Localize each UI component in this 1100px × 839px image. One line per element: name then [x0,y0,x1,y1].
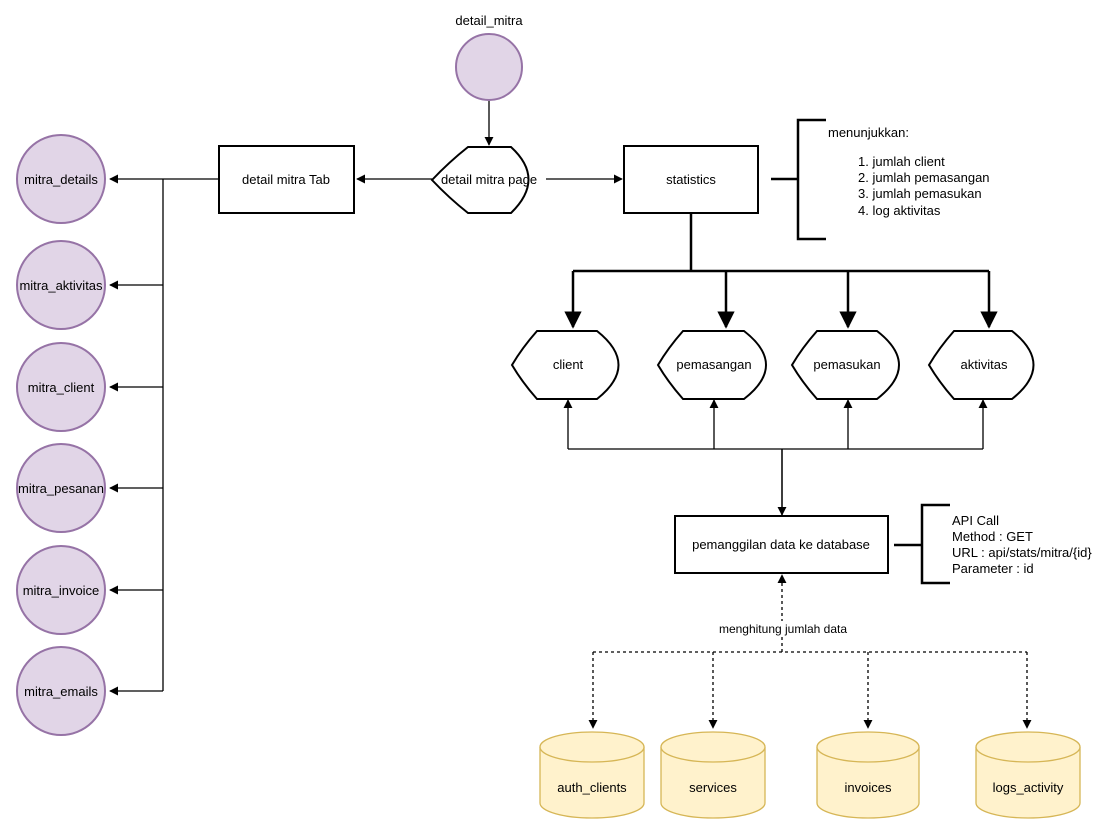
display-label: pemasukan [813,357,880,372]
database-label: invoices [845,780,892,795]
db-call-note: API Call Method : GET URL : api/stats/mi… [894,503,1092,585]
database-services: services [660,731,766,819]
edges-databases-dbcall [588,574,1032,729]
database-logs-activity: logs_activity [975,731,1081,819]
statistics-note-item: 3. jumlah pemasukan [858,186,982,201]
tab-item-mitra-aktivitas: mitra_aktivitas [16,240,106,330]
statistics-note-title: menunjukkan: [828,125,909,140]
statistics-note-item: 1. jumlah client [858,154,945,169]
tab-item-mitra-client: mitra_client [16,342,106,432]
edges-tab-items [109,174,218,696]
db-call-note-line: URL : api/stats/mitra/{id} [952,545,1092,560]
tab-box: detail mitra Tab [218,145,355,214]
tab-item-label: mitra_pesanan [18,481,104,496]
database-auth-clients: auth_clients [539,731,645,819]
database-label: services [689,780,737,795]
statistics-label: statistics [666,172,716,187]
start-node-label: detail_mitra [455,13,523,28]
tab-item-mitra-details: mitra_details [16,134,106,224]
detail-page-label: detail mitra page [441,172,537,187]
display-aktivitas: aktivitas [927,330,1035,400]
db-call-note-line: API Call [952,513,999,528]
display-label: pemasangan [676,357,751,372]
database-label: logs_activity [993,780,1064,795]
display-pemasukan: pemasukan [790,330,900,400]
tab-item-label: mitra_client [28,380,95,395]
tab-item-mitra-emails: mitra_emails [16,646,106,736]
statistics-note-item: 2. jumlah pemasangan [858,170,990,185]
edge-label-menghitung: menghitung jumlah data [719,622,847,636]
display-pemasangan: pemasangan [656,330,767,400]
tab-item-mitra-invoice: mitra_invoice [16,545,106,635]
detail-page-node: detail mitra page [430,146,537,214]
tab-box-label: detail mitra Tab [242,172,330,187]
database-invoices: invoices [816,731,920,819]
statistics-note: menunjukkan: 1. jumlah client 2. jumlah … [771,118,990,241]
edge-label-bg [713,621,853,637]
database-label: auth_clients [557,780,627,795]
db-call-note-line: Method : GET [952,529,1033,544]
statistics-note-item: 4. log aktivitas [858,203,941,218]
edges-dbcall-displays [563,399,988,516]
display-client: client [510,330,620,400]
tab-item-label: mitra_aktivitas [19,278,103,293]
statistics-box: statistics [623,145,759,214]
start-node [455,33,523,101]
tab-item-mitra-pesanan: mitra_pesanan [16,443,106,533]
tab-item-label: mitra_invoice [23,583,100,598]
display-label: aktivitas [961,357,1008,372]
db-call-box: pemanggilan data ke database [674,515,889,574]
tab-item-label: mitra_details [24,172,98,187]
edges-statistics-displays [564,213,998,329]
db-call-note-line: Parameter : id [952,561,1034,576]
connectors [109,101,1032,729]
tab-item-label: mitra_emails [24,684,98,699]
db-call-label: pemanggilan data ke database [692,537,870,552]
display-label: client [553,357,584,372]
